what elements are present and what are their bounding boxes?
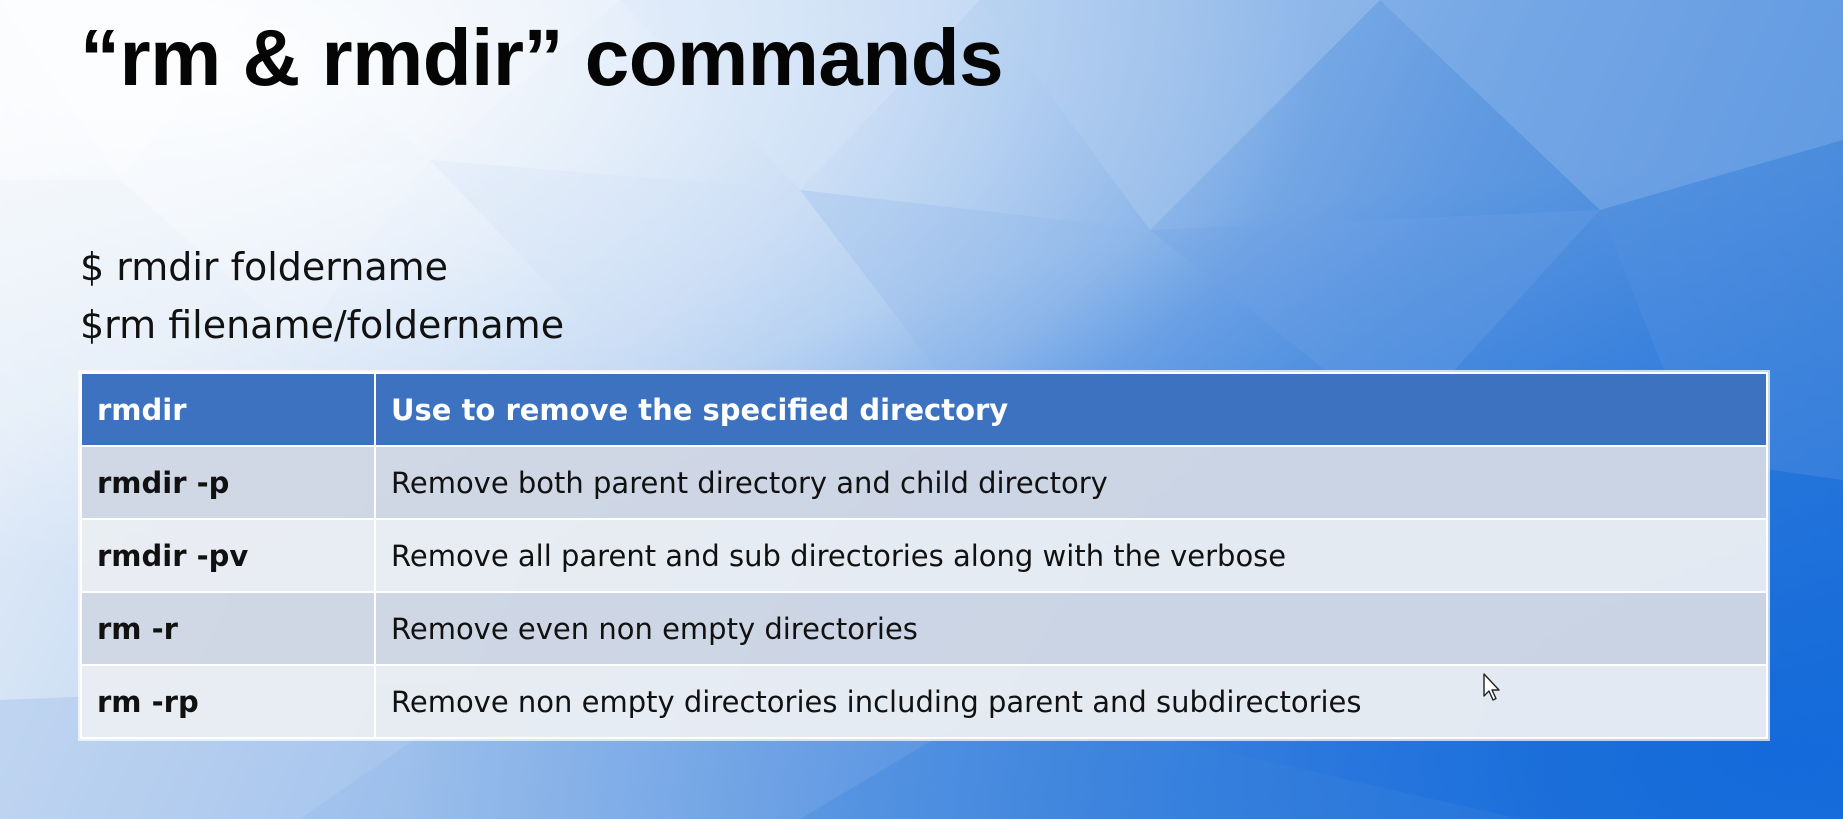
table-row: rmdir -p Remove both parent directory an… <box>80 445 1768 520</box>
table-header-row: rmdir Use to remove the specified direct… <box>80 372 1768 447</box>
option-cell: rm -rp <box>80 664 376 739</box>
header-option: rmdir <box>80 372 376 447</box>
description-cell: Remove both parent directory and child d… <box>374 445 1768 520</box>
table-row: rmdir -pv Remove all parent and sub dire… <box>80 518 1768 593</box>
command-line-rm: $rm filename/foldername <box>80 303 565 347</box>
command-examples: $ rmdir foldername $rm filename/folderna… <box>80 238 564 354</box>
command-line-rmdir: $ rmdir foldername <box>80 245 449 289</box>
commands-table: rmdir Use to remove the specified direct… <box>80 372 1768 739</box>
header-description: Use to remove the specified directory <box>374 372 1768 447</box>
option-cell: rm -r <box>80 591 376 666</box>
description-cell: Remove all parent and sub directories al… <box>374 518 1768 593</box>
description-cell: Remove non empty directories including p… <box>374 664 1768 739</box>
option-cell: rmdir -pv <box>80 518 376 593</box>
mouse-pointer-icon <box>1483 673 1500 701</box>
description-cell: Remove even non empty directories <box>374 591 1768 666</box>
table-row: rm -rp Remove non empty directories incl… <box>80 664 1768 739</box>
table-row: rm -r Remove even non empty directories <box>80 591 1768 666</box>
slide-title: “rm & rmdir” commands <box>80 13 1004 102</box>
option-cell: rmdir -p <box>80 445 376 520</box>
